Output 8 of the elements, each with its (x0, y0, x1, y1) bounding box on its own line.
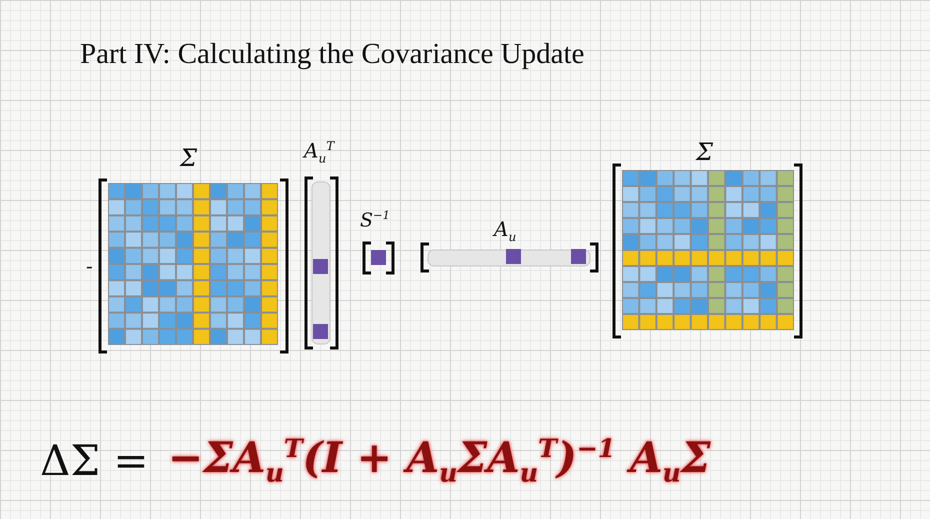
title: Part IV: Calculating the Covariance Update (80, 40, 584, 69)
matrix-label: A$_{u}$ (494, 219, 516, 243)
minus-sign: - (86, 256, 93, 276)
matrix-label: Σ (696, 140, 713, 164)
equation-lhs: ΔΣ = (40, 440, 149, 482)
matrix-label: Σ (180, 146, 197, 170)
matrix-label: S$^{−1}$ (360, 210, 390, 230)
equation-rhs: −ΣA$_{u}$$^{T}$(I + A$_{u}$ΣA$_{u}$$^{T}$)$^{−1}$ A$_{u}$Σ (168, 436, 711, 486)
